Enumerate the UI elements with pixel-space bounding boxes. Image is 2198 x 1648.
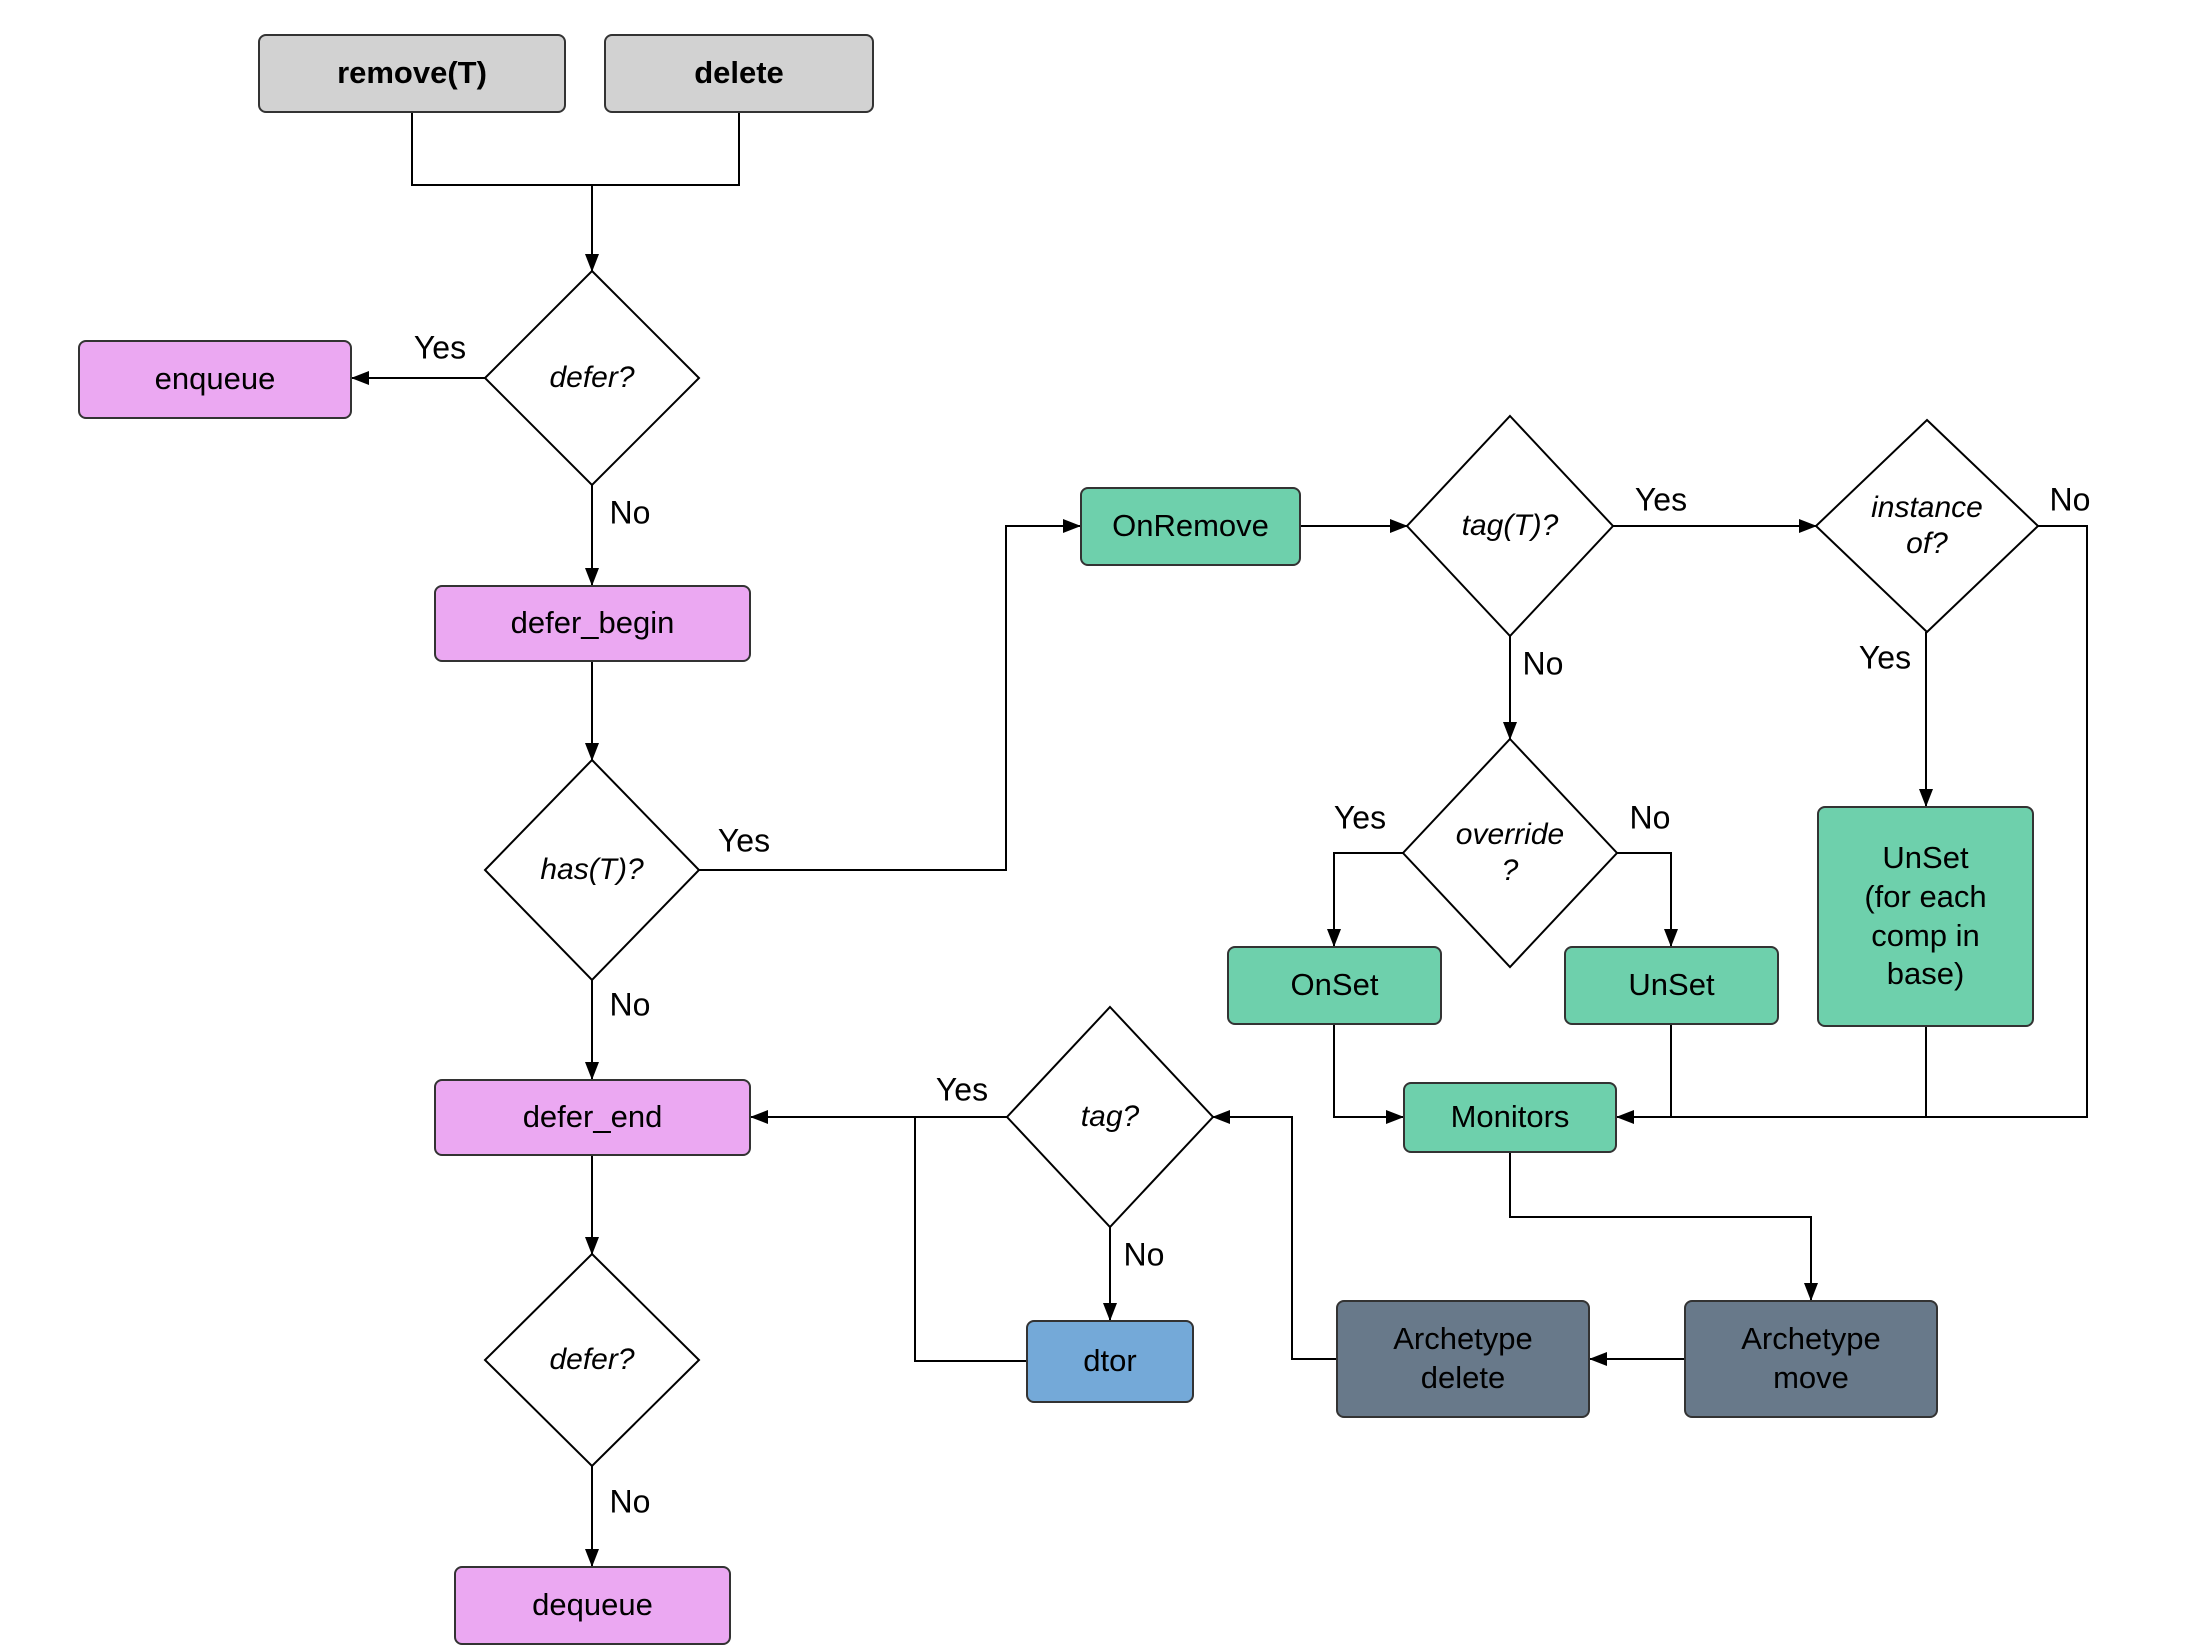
edge-label-tagt-no: No: [1522, 645, 1564, 682]
on-remove-node: OnRemove: [1080, 487, 1301, 566]
has-t-decision-diamond: [483, 758, 701, 982]
defer-decision-2-diamond: [483, 1252, 701, 1468]
edge-instanceof-no-monitors: [1616, 525, 2088, 1124]
enqueue-node: enqueue: [78, 340, 352, 419]
delete-node: delete: [604, 34, 874, 113]
edge-hast-yes-onremove: [699, 519, 1081, 871]
edge-label-tag-no: No: [1123, 1236, 1165, 1273]
edge-label-override-no: No: [1629, 799, 1671, 836]
edge-onset-monitors: [1333, 1025, 1404, 1124]
edge-label-tagt-yes: Yes: [1634, 481, 1688, 518]
defer-decision-2-label: defer?: [549, 1343, 635, 1376]
edge-label-hast-yes: Yes: [717, 822, 771, 859]
has-t-decision-label: has(T)?: [540, 853, 644, 886]
defer-decision-1-diamond: [483, 269, 701, 487]
edge-monitors-archetype-move: [1509, 1153, 1818, 1301]
defer-decision-1-label: defer?: [549, 361, 635, 394]
edge-label-hast-no: No: [609, 986, 651, 1023]
remove-t-node: remove(T): [258, 34, 566, 113]
override-decision-label: override ?: [1455, 818, 1565, 887]
arrow-edges: [351, 185, 2088, 1567]
monitors-node: Monitors: [1403, 1082, 1617, 1153]
tag-decision-diamond: [1005, 1005, 1215, 1229]
archetype-move-node: Archetype move: [1684, 1300, 1938, 1418]
defer-begin-node: defer_begin: [434, 585, 751, 662]
tag-t-decision-diamond: [1405, 414, 1615, 638]
tag-t-decision-label: tag(T)?: [1461, 509, 1559, 542]
edge-archetype-delete-tag: [1212, 1110, 1336, 1360]
dtor-node: dtor: [1026, 1320, 1194, 1403]
unset-for-each-node: UnSet (for each comp in base): [1817, 806, 2034, 1027]
dequeue-node: dequeue: [454, 1566, 731, 1645]
edge-dtor-join: [914, 1116, 1026, 1362]
edge-override-no-unset: [1617, 852, 1678, 947]
tag-decision-label: tag?: [1080, 1100, 1140, 1133]
edge-label-instanceof-yes: Yes: [1858, 639, 1912, 676]
decision-diamonds: [483, 269, 2040, 1468]
edge-label-defer1-yes: Yes: [413, 329, 467, 366]
defer-end-node: defer_end: [434, 1079, 751, 1156]
edge-label-defer1-no: No: [609, 494, 651, 531]
join-lines: [411, 113, 1927, 1362]
edge-label-defer2-no: No: [609, 1483, 651, 1520]
instance-of-decision-diamond: [1814, 418, 2040, 634]
edge-label-instanceof-no: No: [2049, 481, 2091, 518]
edge-label-tag-yes: Yes: [935, 1071, 989, 1108]
instance-of-decision-label: instance of?: [1871, 491, 1983, 560]
edge-label-override-yes: Yes: [1333, 799, 1387, 836]
edge-override-yes-onset: [1327, 852, 1403, 947]
on-set-node: OnSet: [1227, 946, 1442, 1025]
archetype-delete-node: Archetype delete: [1336, 1300, 1590, 1418]
override-decision-diamond: [1401, 737, 1619, 969]
unset-node: UnSet: [1564, 946, 1779, 1025]
